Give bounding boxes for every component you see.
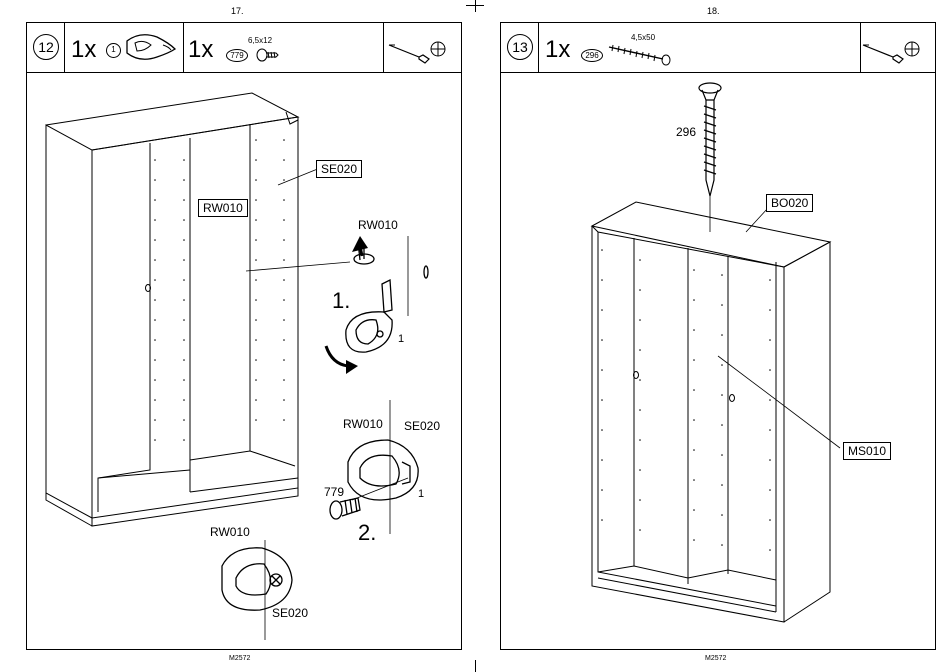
label-ms010: MS010 [843, 442, 891, 460]
footer-code-right: M2572 [705, 655, 726, 662]
label-bo020: BO020 [766, 194, 813, 212]
label-296: 296 [676, 125, 696, 139]
footer-code-left: M2572 [229, 655, 250, 662]
